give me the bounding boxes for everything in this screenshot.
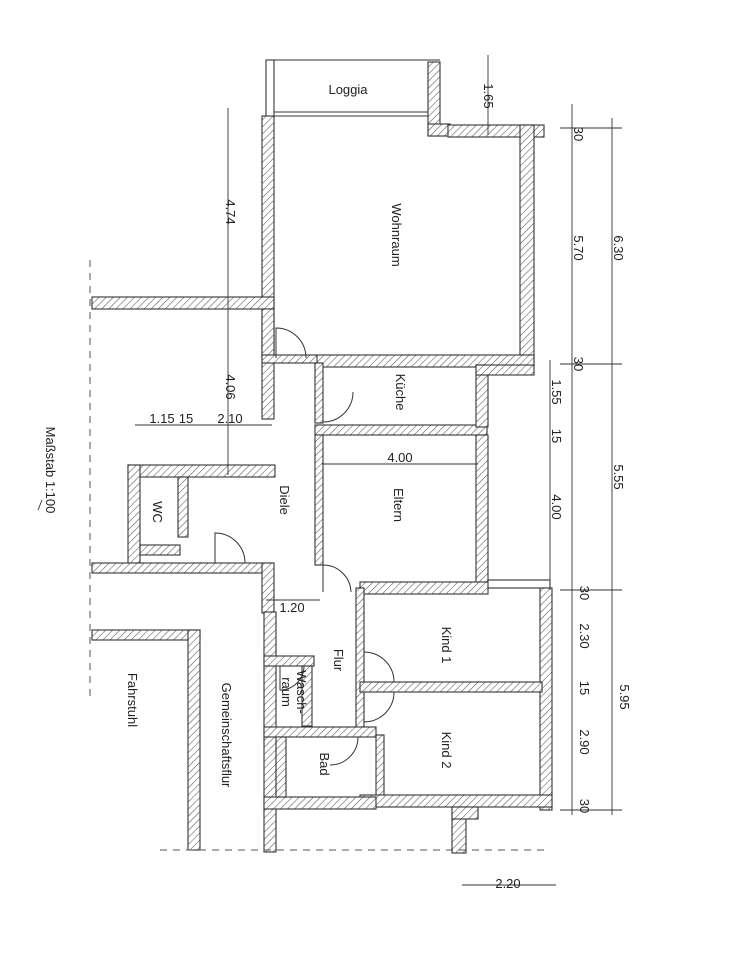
dim-kind-total: 5.95 (617, 684, 632, 709)
dashed-boundaries (89, 260, 550, 851)
dim-kind-top: 30 (577, 586, 592, 600)
label-wc: WC (150, 501, 165, 523)
label-diele: Diele (277, 485, 292, 515)
label-wohnraum: Wohnraum (389, 203, 404, 266)
bad-wall-top (263, 726, 377, 738)
dim-left-lower: 4.06 (223, 374, 238, 399)
dim-wohn-inner: 5.70 (571, 235, 586, 260)
wc-fixture (139, 544, 181, 556)
dim-mid-total: 5.55 (611, 464, 626, 489)
scale-mark (37, 499, 43, 511)
kind-divider (359, 681, 543, 693)
dim-kind-bottom: 30 (577, 799, 592, 813)
wc-wall-top (127, 464, 276, 478)
label-waschraum-1: Wasch- (294, 670, 309, 714)
kueche-wall-left (314, 362, 324, 424)
fahrstuhl-wall-top (91, 629, 201, 641)
eltern-wall-right (475, 434, 489, 591)
kinder-wall-right (539, 587, 553, 811)
label-kind2: Kind 2 (439, 732, 454, 769)
door-kueche (322, 391, 354, 423)
bad-wall-bottom (263, 796, 377, 810)
dim-left-b: 15 (179, 411, 193, 426)
label-kueche: Küche (393, 374, 408, 411)
walls (91, 59, 553, 854)
dim-left-a: 1.15 (149, 411, 174, 426)
label-flur: Flur (331, 649, 346, 672)
eltern-wall-bottom (359, 581, 489, 595)
diele-wall-left-upper (261, 308, 275, 420)
dim-wohn-top: 30 (571, 127, 586, 141)
dim-kueche-wall: 15 (549, 429, 564, 443)
label-loggia: Loggia (328, 82, 368, 97)
waschraum-wall-right (301, 665, 313, 727)
dimension-lines (135, 55, 622, 886)
kueche-wall-ext (475, 364, 535, 376)
dim-flur: 1.20 (279, 600, 304, 615)
room-labels: Loggia Wohnraum Küche Eltern Diele WC Fl… (125, 82, 454, 788)
label-bad: Bad (317, 752, 332, 775)
dim-left-upper: 4.74 (223, 199, 238, 224)
dim-kind2: 2.90 (577, 729, 592, 754)
dim-loggia: 1.65 (481, 83, 496, 108)
recess-wall (487, 579, 551, 589)
wohnraum-wall-right (519, 124, 535, 366)
bottom-wall-notch (451, 806, 479, 820)
kind2-wall-bottom (359, 794, 553, 808)
dim-eltern-height: 4.00 (549, 494, 564, 519)
door-kind1 (363, 651, 395, 683)
dim-bottom: 2.20 (495, 876, 520, 891)
dimension-labels: 1.65 30 5.70 6.30 30 4.74 4.06 1.15 15 2… (149, 83, 632, 891)
dim-kind1: 2.30 (577, 623, 592, 648)
dim-eltern-width: 4.00 (387, 450, 412, 465)
waschraum-wall-top (263, 655, 315, 667)
door-wc (214, 532, 246, 564)
doors (214, 327, 395, 766)
wc-wall-right (177, 476, 189, 538)
label-kind1: Kind 1 (439, 627, 454, 664)
eltern-wall-left (314, 434, 324, 566)
loggia-wall-left (265, 59, 275, 119)
loggia-wall-notch (427, 123, 451, 137)
door-kind2 (363, 691, 395, 723)
dim-left-c: 2.10 (217, 411, 242, 426)
left-wing-wall-top (91, 296, 275, 310)
kueche-eltern-wall (314, 424, 488, 436)
dim-kueche: 1.55 (549, 379, 564, 404)
kind1-wall-left (355, 587, 365, 734)
scale-label: Maßstab 1:100 (43, 427, 58, 514)
dim-wohn-total: 6.30 (611, 235, 626, 260)
fahrstuhl-wall-right (187, 629, 201, 851)
label-eltern: Eltern (391, 488, 406, 522)
label-fahrstuhl: Fahrstuhl (125, 673, 140, 727)
label-gemeinschaftsflur: Gemeinschaftsflur (219, 683, 234, 788)
diele-wall-bottom (91, 562, 273, 574)
diele-wall-top (261, 354, 318, 364)
dim-kind-mid: 15 (577, 681, 592, 695)
dim-wohn-bottom: 30 (571, 357, 586, 371)
label-waschraum-2: raum (279, 677, 294, 707)
wc-wall-left (127, 464, 141, 566)
bath-tub (275, 736, 287, 798)
door-waschraum (279, 665, 305, 691)
diele-wall-bottom-right (261, 562, 275, 614)
door-wohnraum (275, 327, 307, 359)
door-eltern (322, 564, 352, 593)
door-bad (329, 736, 359, 766)
